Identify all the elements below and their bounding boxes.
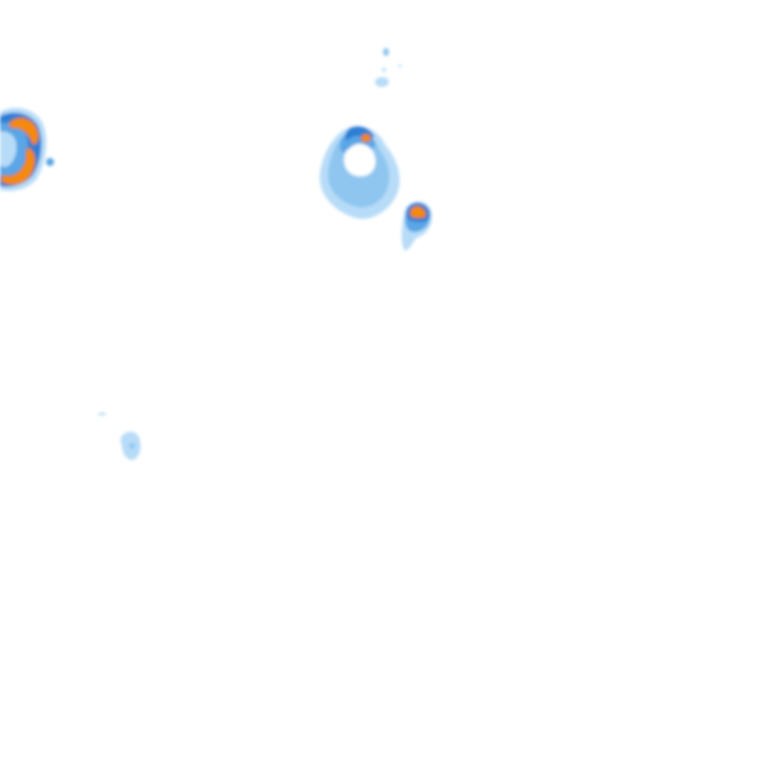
- precip-area-light: [398, 64, 402, 68]
- precip-area-light: [382, 68, 386, 72]
- precip-cell-west-edge: [0, 107, 54, 191]
- precip-area-extreme: [8, 117, 39, 145]
- precip-area-extreme: [1, 147, 36, 185]
- precip-cell-southwest-small: [98, 412, 141, 460]
- precip-area-extreme: [360, 133, 372, 143]
- precip-area-light: [98, 412, 106, 416]
- precip-area-medium: [129, 443, 135, 449]
- precip-cell-north-small: [375, 48, 402, 87]
- precip-gap-inner: [344, 143, 376, 177]
- precip-area-extreme: [409, 205, 427, 219]
- precip-area-light: [0, 131, 17, 167]
- precip-area-light: [375, 77, 389, 87]
- precip-area-medium: [46, 158, 54, 166]
- precip-area-light-medium: [383, 48, 389, 56]
- precip-cell-central-east: [401, 201, 432, 251]
- precip-cell-central: [319, 126, 400, 219]
